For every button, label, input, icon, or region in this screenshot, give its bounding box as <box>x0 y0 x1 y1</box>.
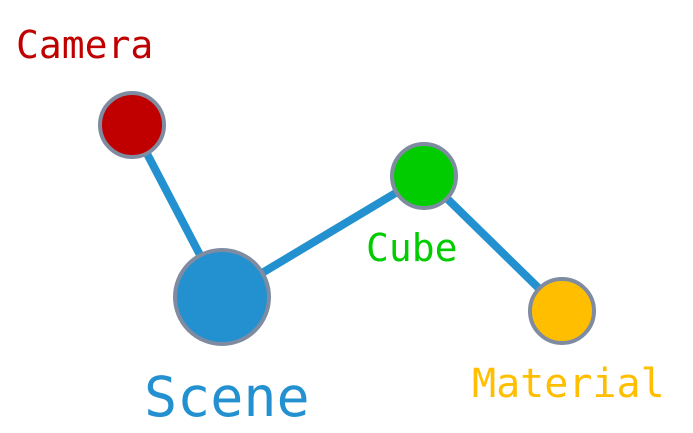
cube-label: Cube <box>366 226 458 270</box>
camera-node <box>98 91 166 159</box>
scene-node <box>173 248 271 346</box>
material-label: Material <box>472 361 665 407</box>
scene-label: Scene <box>144 365 310 429</box>
nodes-layer <box>98 91 596 346</box>
camera-label: Camera <box>16 23 154 67</box>
cube-node <box>390 142 458 210</box>
material-node <box>528 277 596 345</box>
